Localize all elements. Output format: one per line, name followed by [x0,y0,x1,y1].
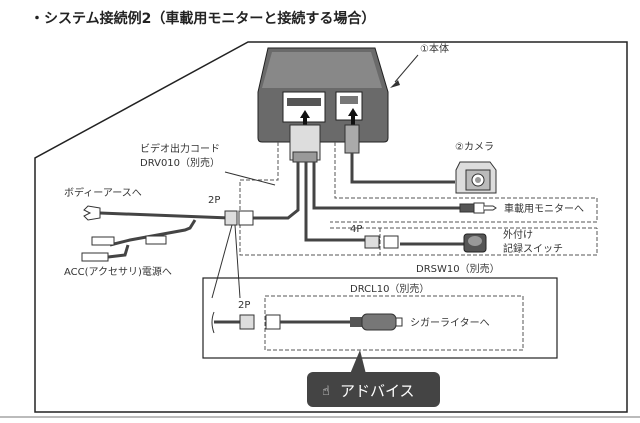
svg-text:アドバイス: アドバイス [340,382,415,400]
body-earth-label: ボディーアースへ [64,186,142,199]
drcl10-label: DRCL10（別売） [350,282,429,295]
connector-4p [364,235,380,249]
to-monitor-label: 車載用モニターへ [504,202,584,215]
connector-2p [224,210,238,226]
acc-label: ACC(アクセサリ)電源へ [64,265,172,278]
connector-4p-label: 4P [350,224,362,235]
acc-terminal-icon [91,236,115,246]
drcl10-detail-box [202,277,558,359]
body-earth-terminal [83,205,101,221]
video-cord-label-1: ビデオ出力コード [140,142,220,155]
camera-icon [455,161,497,194]
cigar-plug-icon [350,313,403,331]
diagram-frame [34,41,628,413]
drsw10-label: DRSW10（別売） [416,262,500,275]
camera-label: ②カメラ [455,141,494,153]
video-cord-label-2: DRV010（別売） [140,156,220,169]
connector-2p-label: 2P [208,195,220,206]
main-unit-device [257,47,389,143]
to-cigar-label: シガーライターへ [410,317,490,329]
switch-label-2: 記録スイッチ [503,242,563,255]
main-unit-label: ①本体 [420,42,449,55]
hand-pointer-icon: ☝ [322,384,330,399]
diagram-title: ・システム接続例2（車載用モニターと接続する場合） [30,11,376,27]
advice-button[interactable]: ☝ アドバイス [307,372,440,407]
monitor-plug-icon [459,202,497,214]
connector-2p-bottom-label: 2P [238,300,250,311]
switch-label-1: 外付け [503,228,533,241]
